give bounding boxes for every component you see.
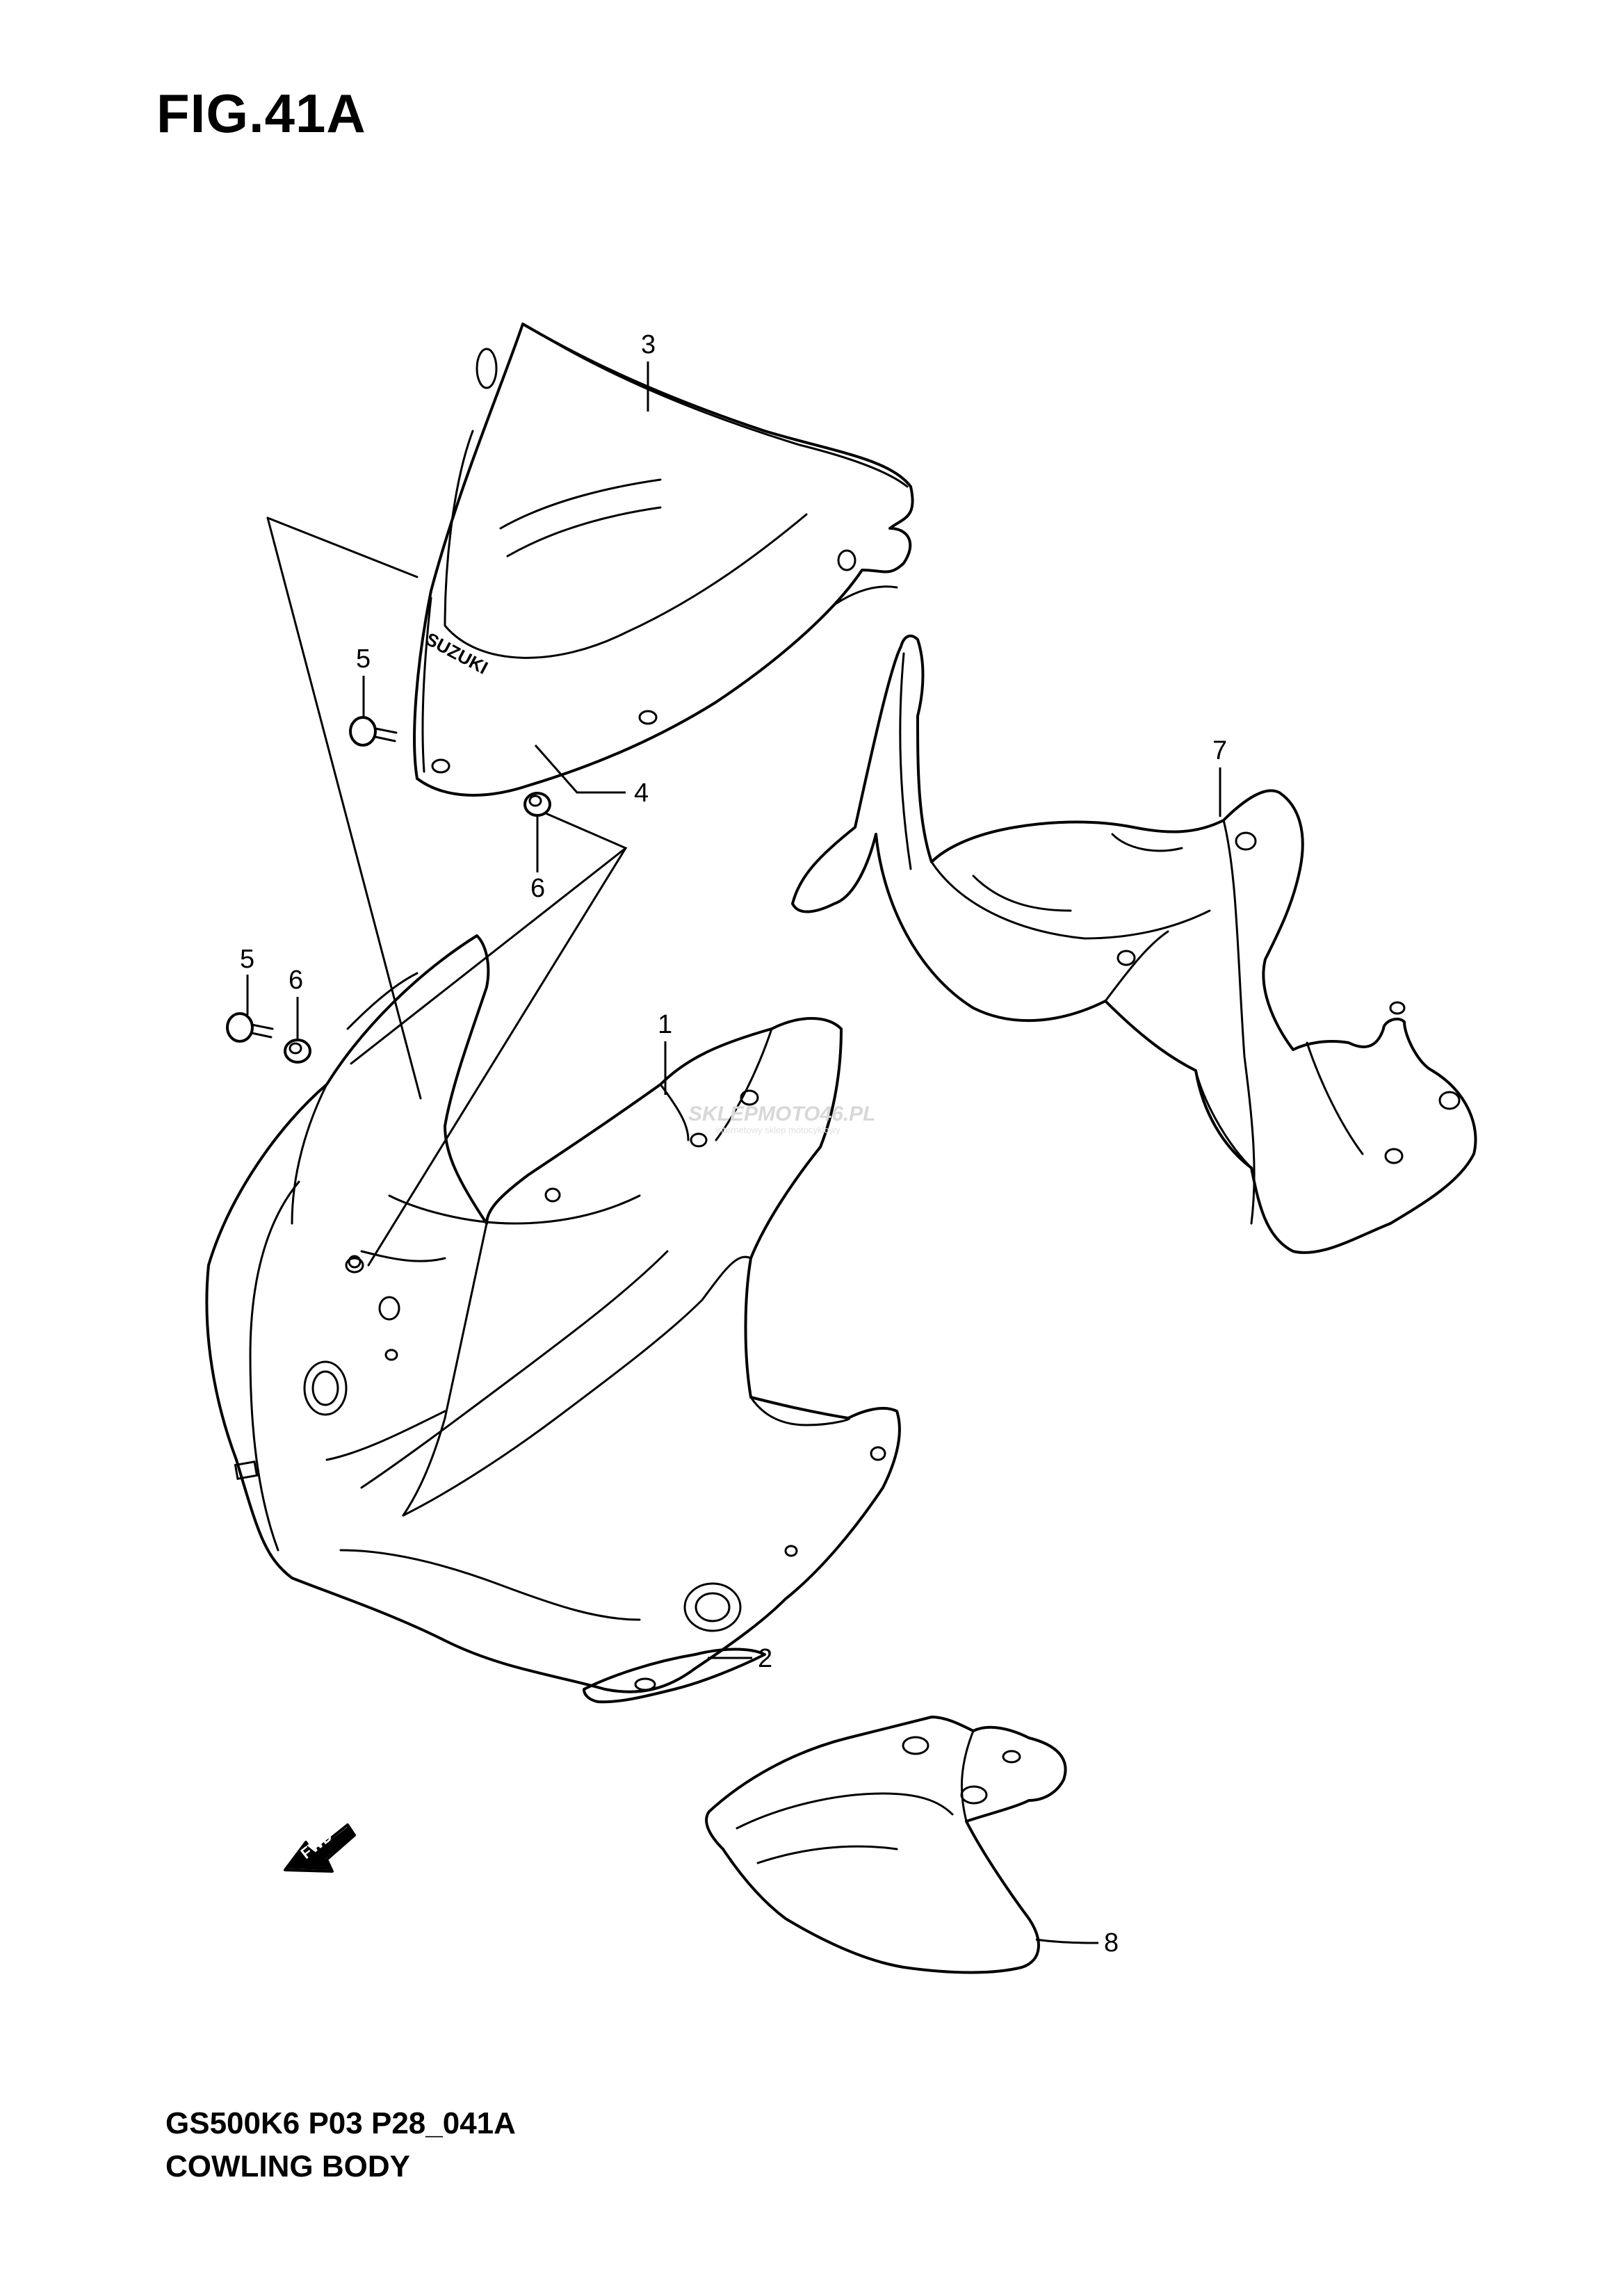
svg-text:5: 5 (240, 945, 254, 974)
lower-plate-part-2[interactable] (583, 1648, 766, 1704)
nut-part-6b[interactable] (284, 1039, 311, 1064)
screw-part-5a[interactable] (349, 716, 398, 747)
svg-text:8: 8 (1104, 1928, 1119, 1958)
footer-name: COWLING BODY (165, 2149, 410, 2183)
nut-part-6a[interactable] (523, 792, 551, 817)
callout-7: 7 (1212, 736, 1227, 817)
svg-text:6: 6 (530, 874, 545, 903)
footer-code: GS500K6 P03 P28_041A (165, 2106, 516, 2140)
svg-text:4: 4 (634, 779, 649, 808)
callout-3: 3 (641, 330, 656, 412)
svg-text:5: 5 (356, 644, 371, 674)
callout-1: 1 (658, 1010, 672, 1095)
figure-title: FIG.41A (156, 83, 366, 144)
callout-6b: 6 (289, 966, 303, 1039)
svg-text:7: 7 (1212, 736, 1227, 765)
svg-text:internetowy sklep motocyklowy: internetowy sklep motocyklowy (716, 1125, 841, 1135)
svg-text:2: 2 (758, 1644, 772, 1673)
callout-6a: 6 (530, 816, 545, 903)
callout-4: 4 (534, 745, 649, 808)
callout-2: 2 (708, 1644, 772, 1673)
callout-5b: 5 (240, 945, 254, 1015)
screw-part-5b[interactable] (226, 1012, 274, 1043)
windscreen-part-3[interactable]: SUZUKI (413, 323, 914, 797)
fwd-arrow-icon: FWD (284, 1823, 356, 1873)
inner-cover-part-7[interactable] (791, 634, 1477, 1254)
svg-text:3: 3 (641, 330, 656, 359)
svg-text:1: 1 (658, 1010, 672, 1039)
watermark: SKLEPMOTO46.PL internetowy sklep motocyk… (688, 1103, 876, 1135)
callout-5a: 5 (356, 644, 371, 718)
cowling-body-part-1[interactable] (205, 934, 901, 1693)
assembly-guide-lines (266, 516, 628, 1267)
lower-panel-part-8[interactable] (705, 1716, 1067, 1974)
callout-8: 8 (1035, 1928, 1119, 1958)
svg-text:6: 6 (289, 966, 303, 995)
svg-text:SKLEPMOTO46.PL: SKLEPMOTO46.PL (688, 1103, 876, 1125)
